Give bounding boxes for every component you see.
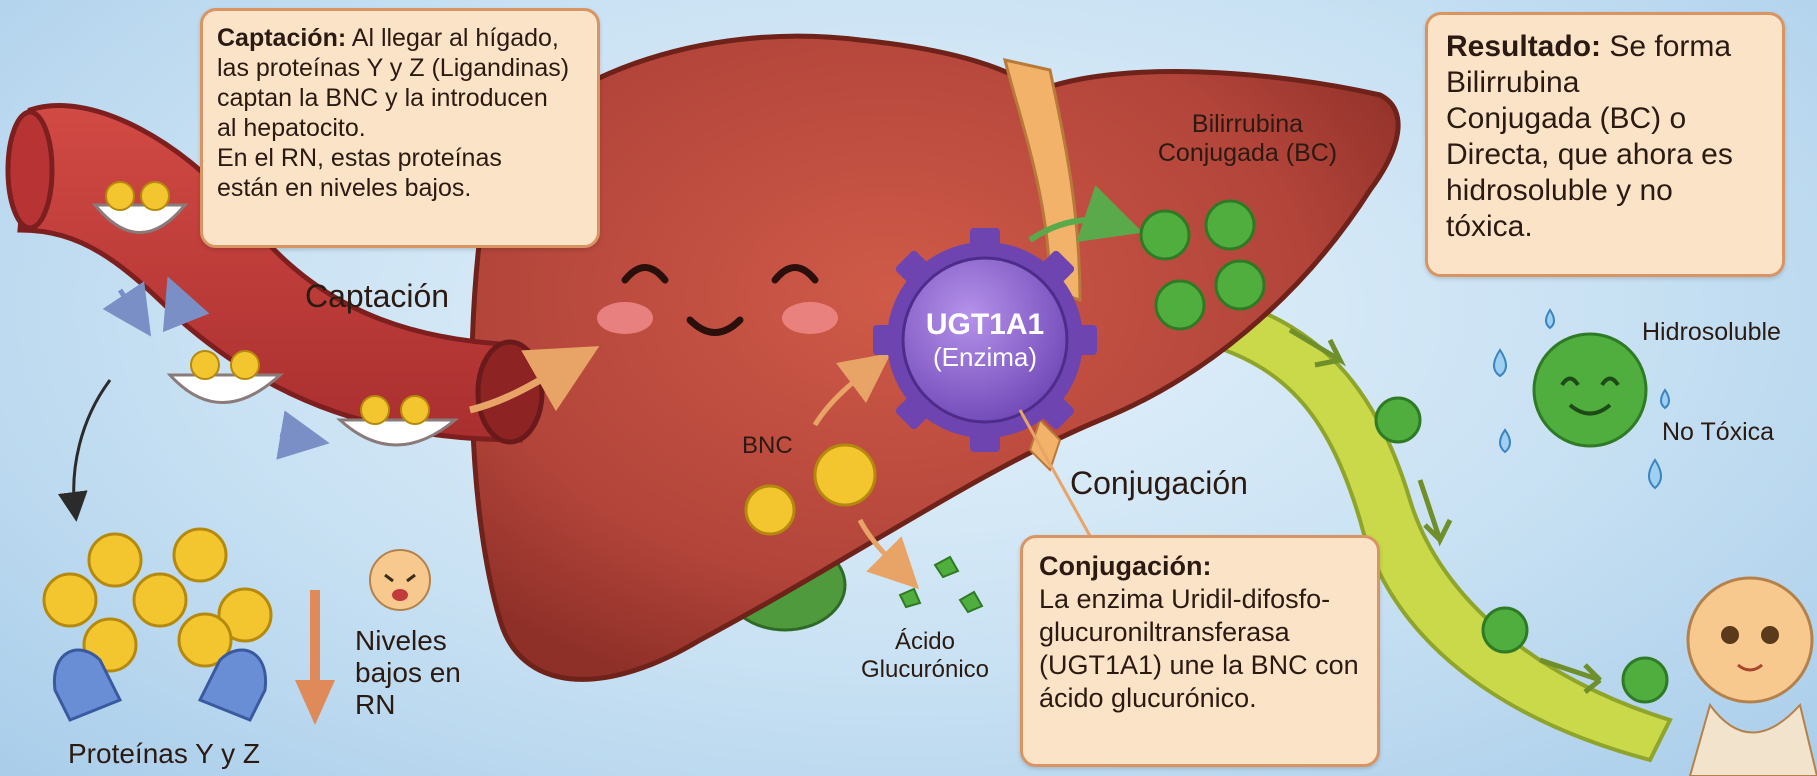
conjugacion-label: Conjugación	[1070, 465, 1248, 502]
proteins-cluster	[44, 529, 271, 720]
resultado-line-5: hidrosoluble y no tóxica.	[1446, 173, 1764, 245]
captacion-line-4: al hepatocito.	[217, 113, 583, 143]
proteinas-label: Proteínas Y y Z	[68, 738, 260, 770]
captacion-line-3: captan la BNC y la introducen	[217, 83, 583, 113]
captacion-line-1: Captación: Al llegar al hígado,	[217, 23, 583, 53]
captacion-line-5: En el RN, estas proteínas	[217, 143, 583, 173]
resultado-line-3: Conjugada (BC) o	[1446, 101, 1764, 137]
conjugacion-line-4: ácido glucurónico.	[1039, 682, 1361, 715]
hidrosoluble-label: Hidrosoluble	[1642, 318, 1781, 347]
conjugacion-line-2: glucuroniltransferasa	[1039, 616, 1361, 649]
conjugacion-info-box: Conjugación: La enzima Uridil-difosfo- g…	[1020, 535, 1380, 767]
resultado-info-box: Resultado: Se forma Bilirrubina Conjugad…	[1425, 12, 1785, 277]
hydrosoluble-molecule	[1534, 334, 1646, 446]
captacion-line-2: las proteínas Y y Z (Ligandinas)	[217, 53, 583, 83]
baby-figure	[1688, 578, 1817, 776]
conjugacion-line-1: La enzima Uridil-difosfo-	[1039, 583, 1361, 616]
resultado-line-1: Resultado: Se forma	[1446, 29, 1764, 65]
glucuronic-acid-pieces	[900, 557, 982, 612]
down-arrow	[74, 380, 110, 510]
captacion-title: Captación:	[217, 24, 346, 52]
bnc-label: BNC	[742, 432, 793, 460]
conjugacion-line-3: (UGT1A1) une la BNC con	[1039, 649, 1361, 682]
conjugacion-box-title: Conjugación:	[1039, 550, 1361, 583]
captacion-info-box: Captación: Al llegar al hígado, las prot…	[200, 8, 600, 248]
captacion-line-6: están en niveles bajos.	[217, 173, 583, 203]
resultado-line-2: Bilirrubina	[1446, 65, 1764, 101]
no-toxica-label: No Tóxica	[1662, 418, 1774, 447]
captacion-label: Captación	[305, 278, 449, 315]
bc-label: Bilirrubina Conjugada (BC)	[1145, 110, 1350, 168]
enzyme-label: UGT1A1 (Enzima)	[905, 308, 1065, 372]
crying-baby-icon	[370, 550, 430, 610]
niveles-label: Niveles bajos en RN	[355, 625, 461, 722]
resultado-line-4: Directa, que ahora es	[1446, 137, 1764, 173]
resultado-title: Resultado:	[1446, 30, 1601, 63]
acido-glucuronico-label: Ácido Glucurónico	[845, 628, 1005, 683]
